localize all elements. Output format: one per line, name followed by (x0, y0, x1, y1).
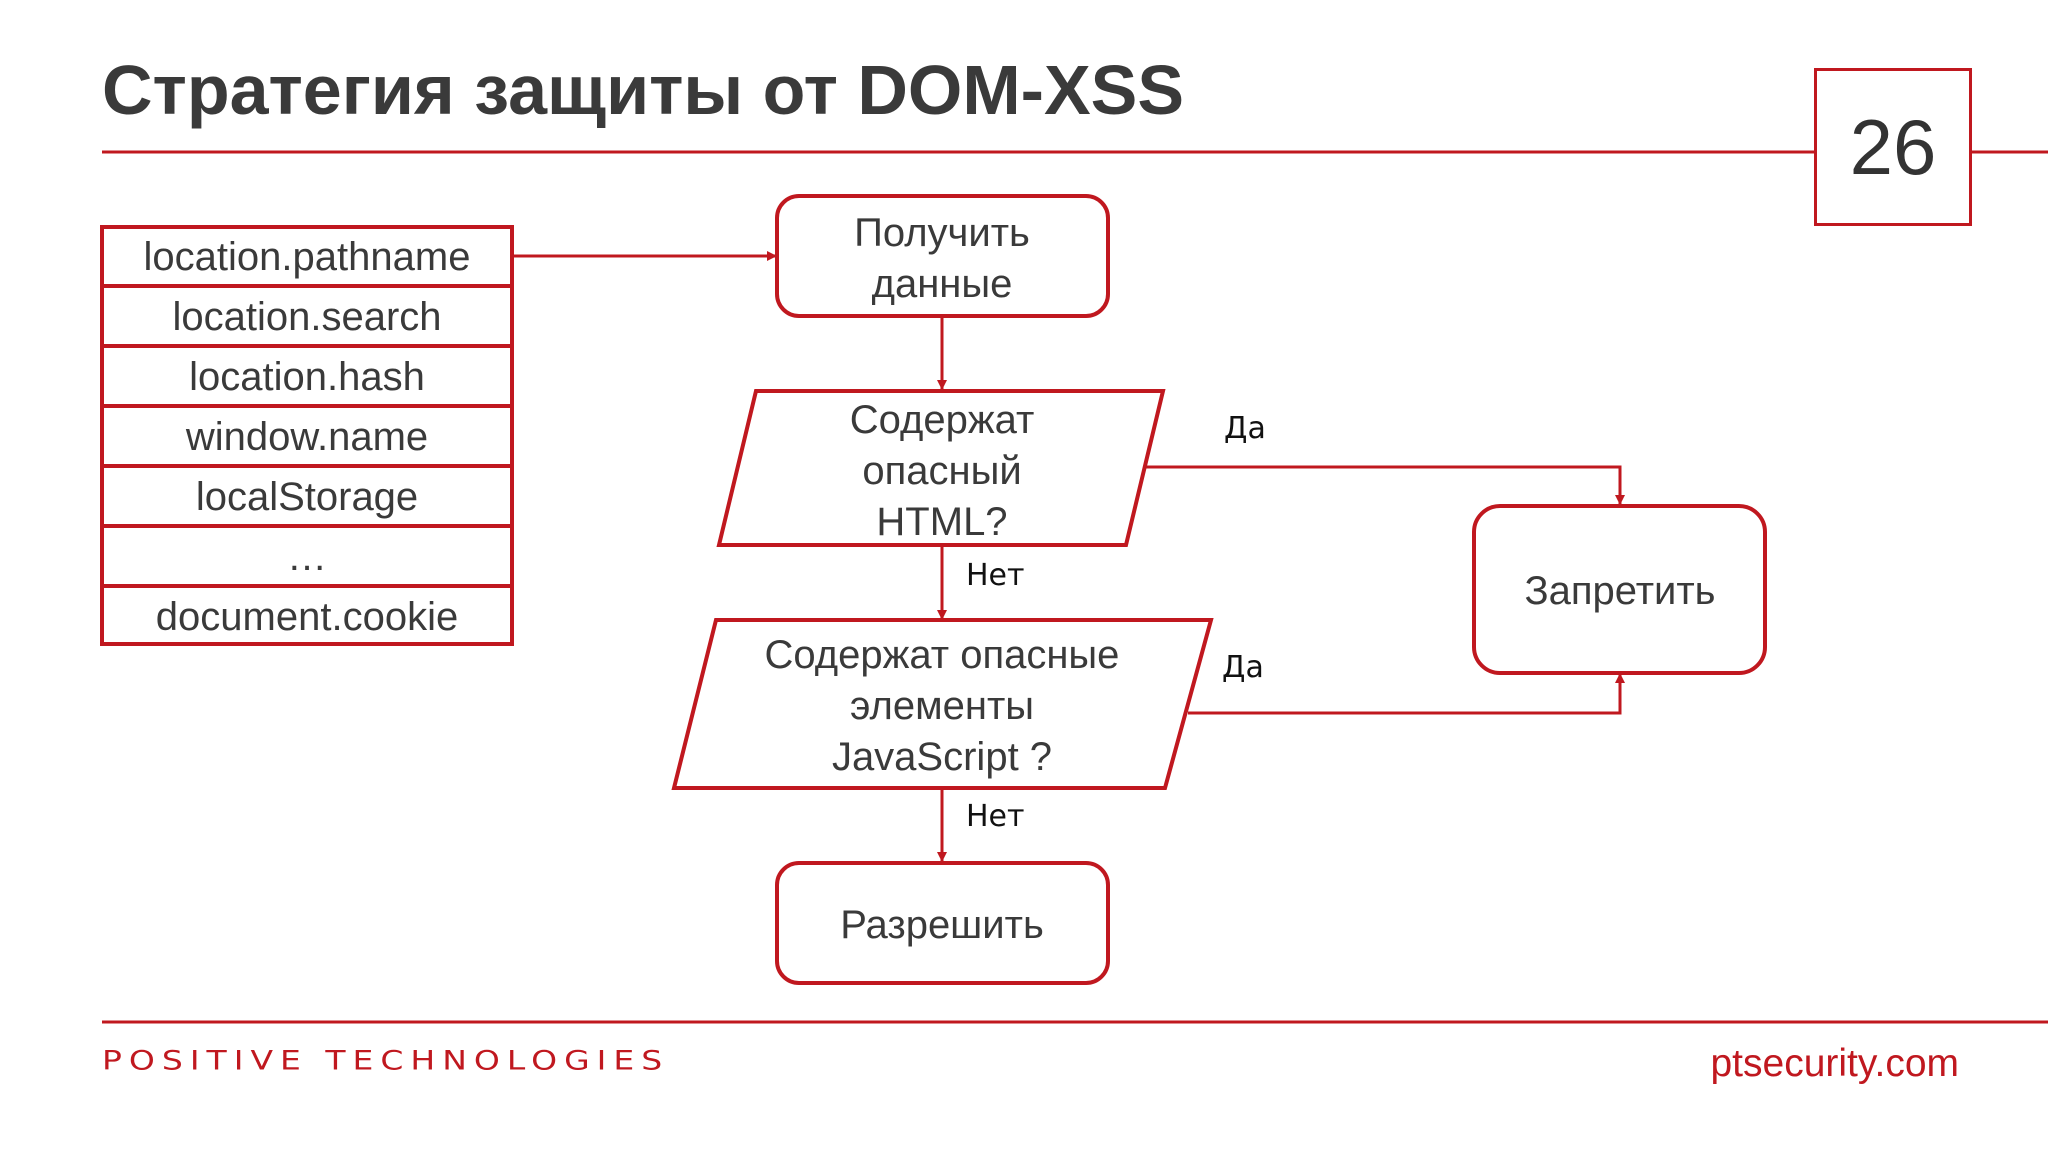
node-allow (775, 861, 1110, 985)
node-check-html (716, 389, 1166, 547)
source-item: … (287, 535, 327, 579)
check-html-label: HTML? (876, 500, 1007, 544)
check-html-label: Содержат (850, 398, 1035, 442)
check-html-label: опасный (862, 449, 1021, 493)
source-item: location.search (172, 295, 441, 339)
branch-no-label: Нет (966, 558, 1025, 593)
source-item: window.name (185, 415, 428, 459)
node-deny (1472, 504, 1767, 675)
company-logo: POSITIVE TECHNOLOGIES (102, 1044, 670, 1076)
node-check-js (671, 618, 1214, 790)
deny-label: Запретить (1524, 569, 1715, 613)
source-item: location.hash (189, 355, 425, 399)
branch-yes-label: Да (1222, 650, 1264, 685)
get-data-label: данные (872, 262, 1013, 306)
source-item: localStorage (196, 475, 418, 519)
node-get-data (775, 194, 1110, 318)
arrow-html-yes (1143, 465, 1625, 505)
source-item: document.cookie (156, 595, 458, 639)
page-number: 26 (1814, 68, 1972, 226)
sources-table: location.pathname location.search locati… (100, 225, 514, 646)
branch-yes-label: Да (1224, 411, 1266, 446)
source-item: location.pathname (144, 235, 471, 279)
check-js-label: JavaScript ? (832, 735, 1052, 779)
branch-no-label: Нет (966, 799, 1025, 834)
footer-url[interactable]: ptsecurity.com (1710, 1042, 1959, 1085)
check-js-label: элементы (850, 684, 1034, 728)
slide-title: Стратегия защиты от DOM-XSS (102, 51, 1185, 129)
arrow-js-yes (1188, 673, 1625, 715)
allow-label: Разрешить (840, 903, 1044, 947)
check-js-label: Содержат опасные (765, 633, 1120, 677)
get-data-label: Получить (854, 211, 1030, 255)
